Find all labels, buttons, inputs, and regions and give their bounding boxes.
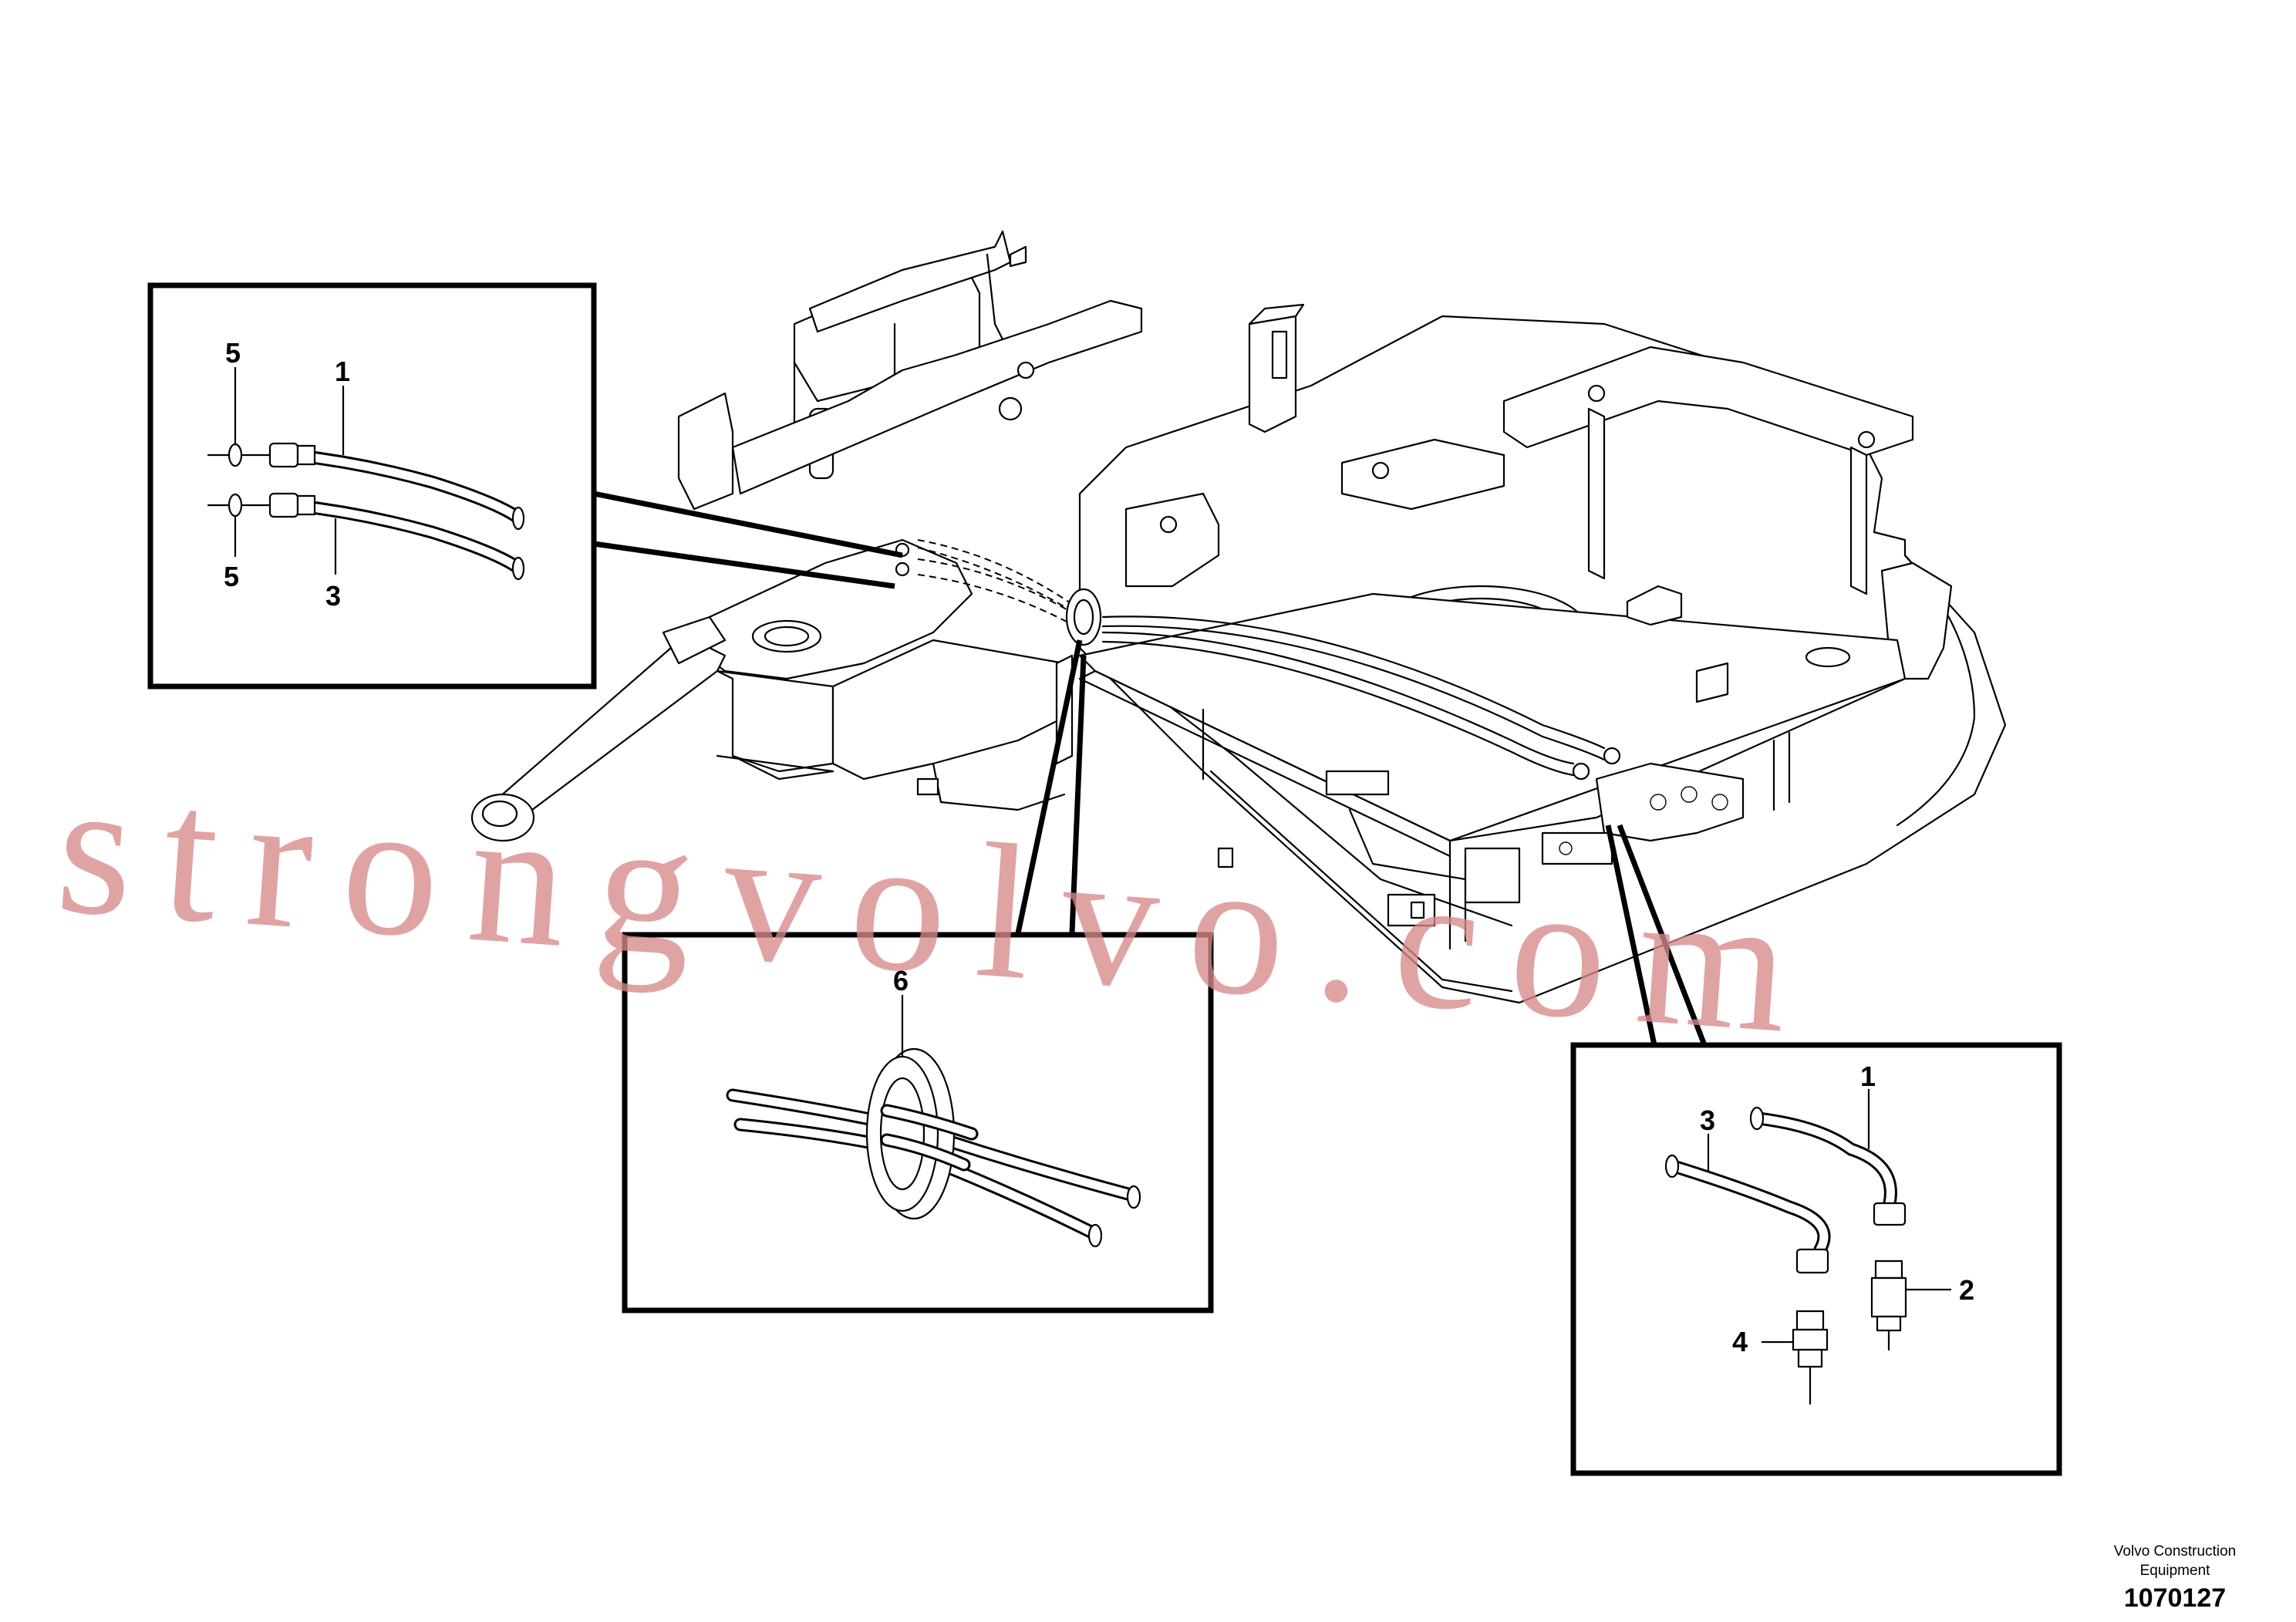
boom-swing-bracket xyxy=(470,538,1074,842)
detail-box-grommet: 6 xyxy=(622,639,1214,1313)
callout-hose-3: 3 xyxy=(1700,1104,1715,1136)
publisher-line-1: Volvo Construction xyxy=(2114,1543,2236,1560)
callout-connector-2: 2 xyxy=(1959,1274,1974,1306)
hydraulic-hoses-main xyxy=(895,539,1621,781)
publisher-line-2: Equipment xyxy=(2140,1563,2211,1579)
callout-grommet: 6 xyxy=(893,965,909,996)
callout-seal-bottom: 5 xyxy=(224,561,239,592)
figure-footer: Volvo Construction Equipment 1070127 xyxy=(2114,1543,2236,1613)
callout-hose-bottom: 3 xyxy=(325,580,341,612)
callout-hose-top: 1 xyxy=(335,356,350,387)
callout-hose-1: 1 xyxy=(1860,1061,1876,1092)
detail-box-hose-fittings: 5 1 5 3 xyxy=(147,282,903,690)
callout-connector-4: 4 xyxy=(1732,1326,1748,1357)
detail-box-connectors: 3 1 2 4 xyxy=(1570,824,2062,1476)
figure-number: 1070127 xyxy=(2124,1583,2226,1613)
callout-seal-top: 5 xyxy=(225,337,241,369)
excavator-upper-frame xyxy=(677,230,2007,1004)
